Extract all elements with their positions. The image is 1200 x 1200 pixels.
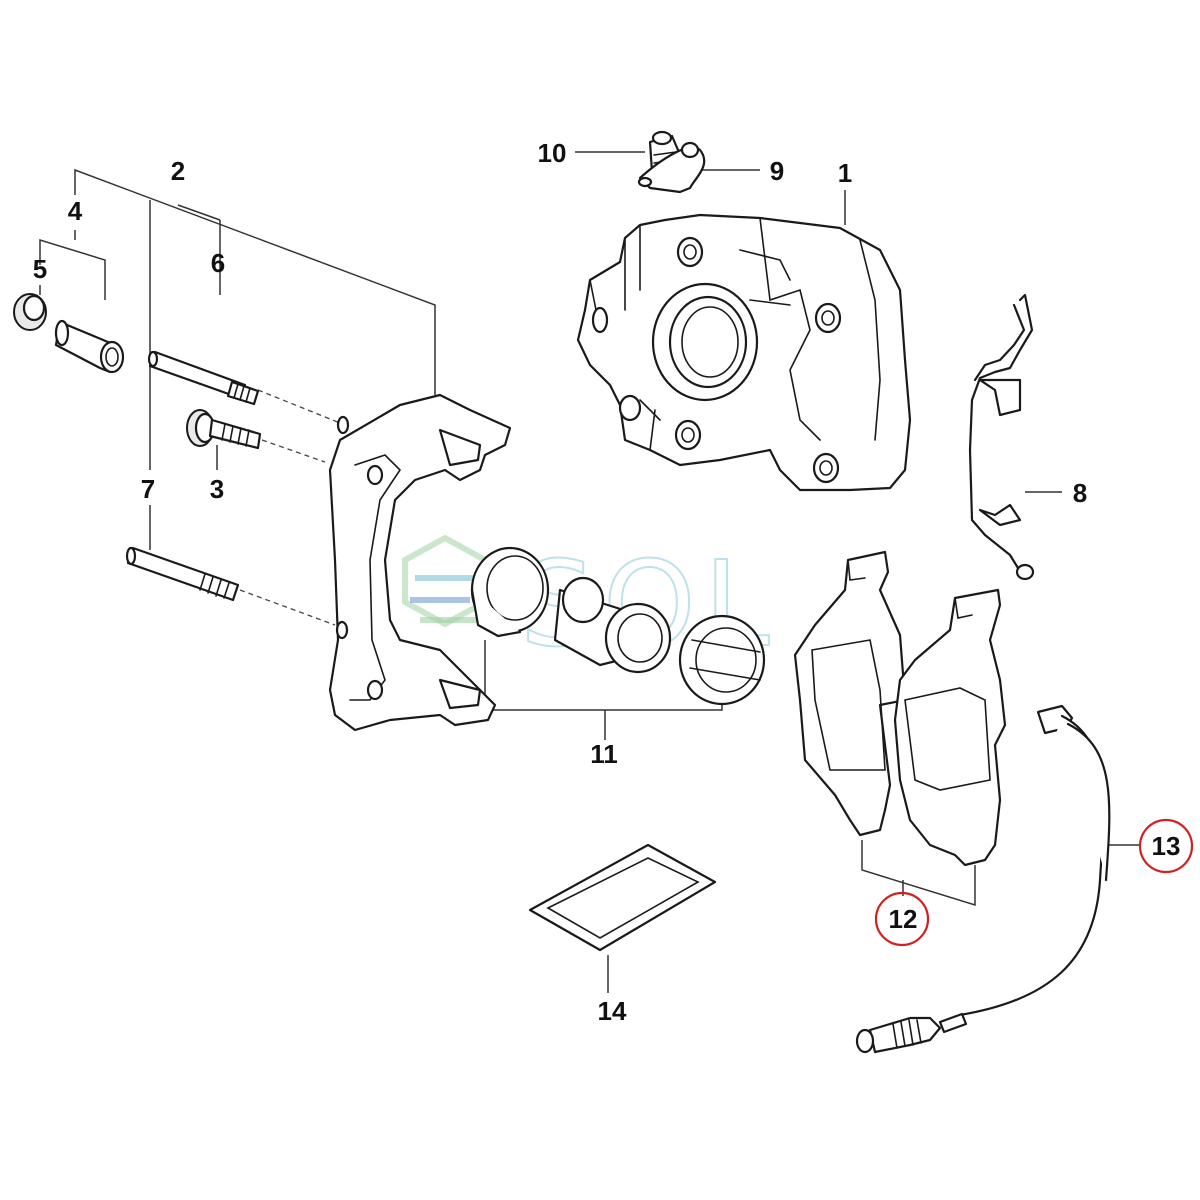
part-13-wear-sensor bbox=[855, 704, 1111, 1054]
brake-pad-outer bbox=[893, 588, 1007, 867]
callout-5: 5 bbox=[33, 254, 47, 284]
part-5-bushing bbox=[13, 293, 47, 331]
part-2-carrier-bracket bbox=[328, 393, 512, 732]
callout-1: 1 bbox=[838, 158, 852, 188]
highlight-ring-12 bbox=[874, 891, 930, 947]
part-14-grease-packet bbox=[528, 843, 717, 952]
highlight-rings bbox=[874, 818, 1194, 947]
highlight-ring-13 bbox=[1138, 818, 1194, 874]
callout-8: 8 bbox=[1073, 478, 1087, 508]
callout-14: 14 bbox=[598, 996, 627, 1026]
part-11-piston-kit bbox=[470, 546, 766, 706]
part-12-brake-pads bbox=[793, 550, 1007, 867]
callout-2: 2 bbox=[171, 156, 185, 186]
piston-seal-ring bbox=[470, 546, 550, 638]
part-8-spring bbox=[968, 293, 1035, 581]
part-7-pin bbox=[125, 546, 240, 602]
part-6-guide-pin bbox=[147, 350, 260, 406]
callout-9: 9 bbox=[770, 156, 784, 186]
callout-10: 10 bbox=[538, 138, 567, 168]
sensor-connector bbox=[855, 1012, 968, 1054]
brake-pad-inner bbox=[793, 550, 907, 837]
part-1-caliper-housing bbox=[576, 213, 912, 492]
leader-lines bbox=[39, 151, 1140, 993]
callout-labels: 1 2 3 4 5 6 7 8 9 10 11 12 13 14 bbox=[33, 138, 1181, 1026]
part-3-bolt bbox=[186, 409, 262, 450]
callout-3: 3 bbox=[210, 474, 224, 504]
callout-12: 12 bbox=[889, 904, 918, 934]
piston bbox=[553, 576, 672, 674]
callout-11: 11 bbox=[590, 739, 618, 769]
callout-6: 6 bbox=[211, 248, 225, 278]
part-9-dust-cap bbox=[637, 141, 706, 194]
part-4-guide-sleeve bbox=[54, 319, 125, 374]
callout-4: 4 bbox=[68, 196, 83, 226]
dust-boot bbox=[678, 614, 766, 706]
callout-13: 13 bbox=[1152, 831, 1181, 861]
callout-7: 7 bbox=[141, 474, 155, 504]
